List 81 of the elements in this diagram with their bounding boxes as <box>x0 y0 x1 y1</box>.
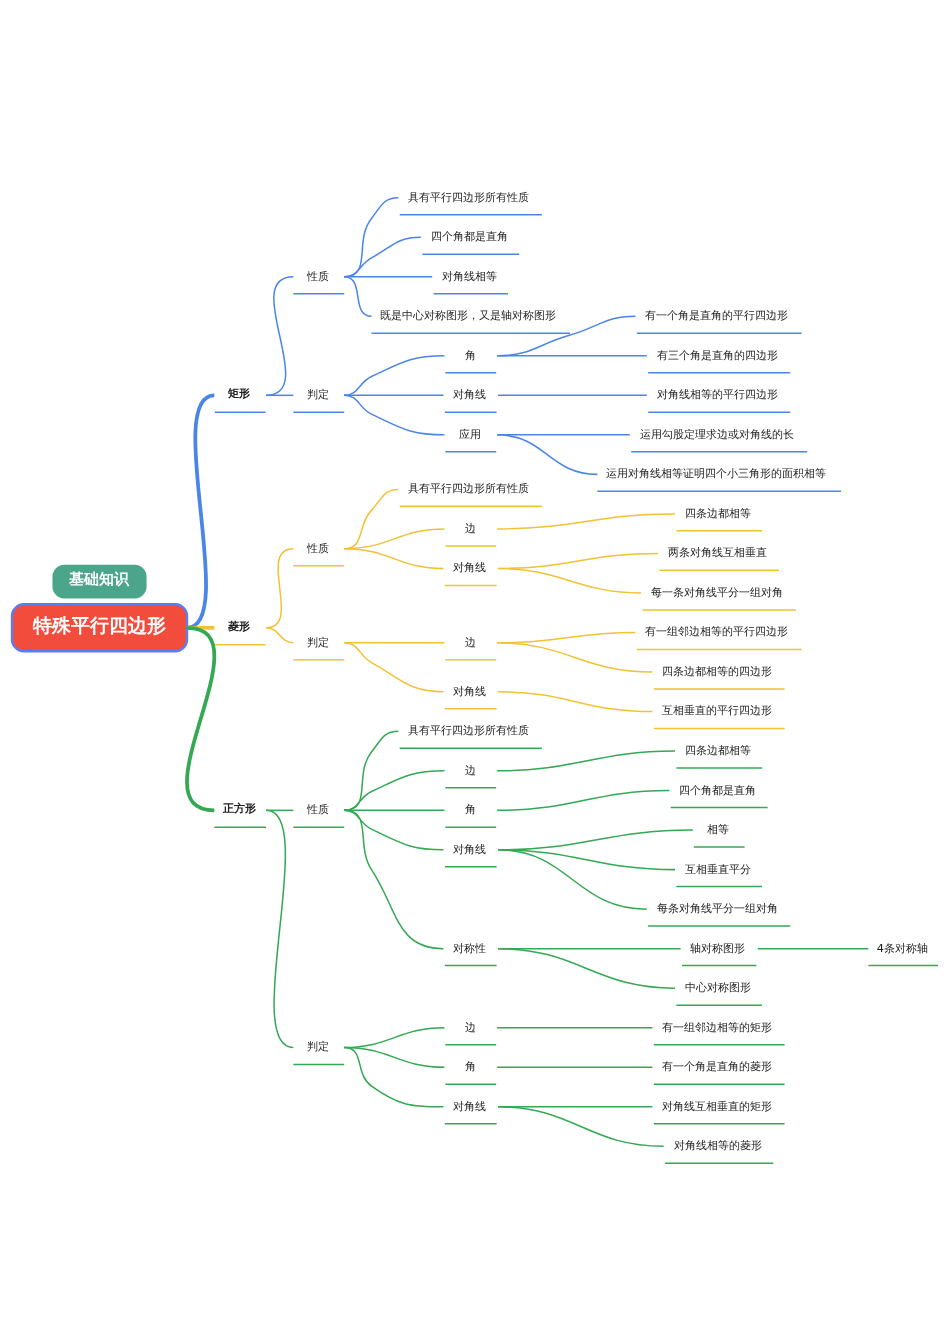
node-box: 特殊平行四边形 <box>10 603 189 653</box>
node-text: 对角线相等的菱形 <box>673 1139 762 1153</box>
connector <box>343 276 373 318</box>
node-text: 对角线相等 <box>442 269 498 283</box>
node-text: 对角线 <box>453 842 487 856</box>
node-text: 边 <box>464 521 476 535</box>
connector <box>496 1066 654 1068</box>
node-text: 有一个角是直角的平行四边形 <box>645 309 789 323</box>
node-text: 对角线互相垂直的矩形 <box>662 1099 773 1113</box>
node-text: 轴对称图形 <box>690 941 746 955</box>
connector <box>343 770 446 812</box>
label: 基础知识 <box>69 570 130 589</box>
node-text: 两条对角线互相垂直 <box>667 546 767 560</box>
node-text: 对角线相等的平行四边形 <box>656 388 778 402</box>
connector <box>343 809 445 950</box>
connector <box>265 809 295 1049</box>
connector <box>497 691 654 713</box>
node-text: 运用对角线相等证明四个小三角形的面积相等 <box>605 467 826 481</box>
node-text: 每条对角线平分一组对角 <box>656 902 778 916</box>
connector <box>265 394 295 397</box>
connector <box>265 276 295 397</box>
connector <box>343 355 446 397</box>
node-text: 角 <box>464 1060 476 1074</box>
node-text: 中心对称图形 <box>684 981 751 995</box>
node-text: 判定 <box>307 388 330 402</box>
connector <box>496 1026 654 1029</box>
node-text: 四条边都相等 <box>684 743 751 757</box>
node-text: 有一组邻边相等的平行四边形 <box>645 625 789 639</box>
node-text: 对角线 <box>453 684 487 698</box>
node-text: 四个角都是直角 <box>679 783 757 797</box>
node-text: 四个角都是直角 <box>430 230 508 244</box>
node-text: 边 <box>464 635 476 649</box>
connector <box>496 789 671 812</box>
node-text: 性质 <box>307 269 330 283</box>
node-text: 边 <box>464 1020 476 1034</box>
connector <box>343 394 446 436</box>
node-text: 四条边都相等的四边形 <box>662 664 773 678</box>
connector <box>496 434 599 476</box>
node-text: 具有平行四边形所有性质 <box>408 724 530 738</box>
node-text: 判定 <box>307 1040 330 1054</box>
node-text: 边 <box>464 763 476 777</box>
connector <box>496 642 654 673</box>
node-text: 4条对称轴 <box>876 941 929 955</box>
connector <box>343 642 445 693</box>
connector <box>757 947 870 950</box>
node-text: 角 <box>464 803 476 817</box>
node-text: 对称性 <box>453 941 487 955</box>
node-text: 性质 <box>307 541 330 555</box>
node-text: 判定 <box>307 635 330 649</box>
node-text: 互相垂直平分 <box>684 862 751 876</box>
node-text: 性质 <box>307 803 330 817</box>
connector <box>343 1046 445 1108</box>
connector <box>496 750 676 772</box>
node-text: 角 <box>464 348 476 362</box>
node-text: 菱形 <box>228 619 251 633</box>
node-text: 具有平行四边形所有性质 <box>408 190 530 204</box>
connector <box>497 1106 665 1148</box>
connector <box>265 627 295 644</box>
node-text: 有一组邻边相等的矩形 <box>662 1020 773 1034</box>
node-text: 对角线 <box>453 561 487 575</box>
node-text: 对角线 <box>453 1099 487 1113</box>
connector <box>496 513 676 530</box>
node-text: 每一条对角线平分一组对角 <box>650 585 783 599</box>
connector <box>497 394 648 397</box>
connector <box>496 355 648 357</box>
node-text: 既是中心对称图形，又是轴对称图形 <box>379 309 556 323</box>
node-text: 有一个角是直角的菱形 <box>662 1060 773 1074</box>
node-text: 互相垂直的平行四边形 <box>662 704 773 718</box>
connector <box>497 947 676 989</box>
connector <box>497 567 642 594</box>
connector <box>497 849 648 910</box>
node-text: 具有平行四边形所有性质 <box>408 482 530 496</box>
node-text: 有三个角是直角的四边形 <box>656 348 778 362</box>
connector <box>343 547 445 570</box>
node-text: 对角线 <box>453 388 487 402</box>
node-text: 矩形 <box>228 387 251 401</box>
node-text: 应用 <box>459 427 481 441</box>
node-text: 相等 <box>707 823 730 837</box>
node-text: 正方形 <box>222 802 256 816</box>
node-text: 四条边都相等 <box>684 506 751 520</box>
node-text: 运用勾股定理求边或对角线的长 <box>639 427 794 441</box>
